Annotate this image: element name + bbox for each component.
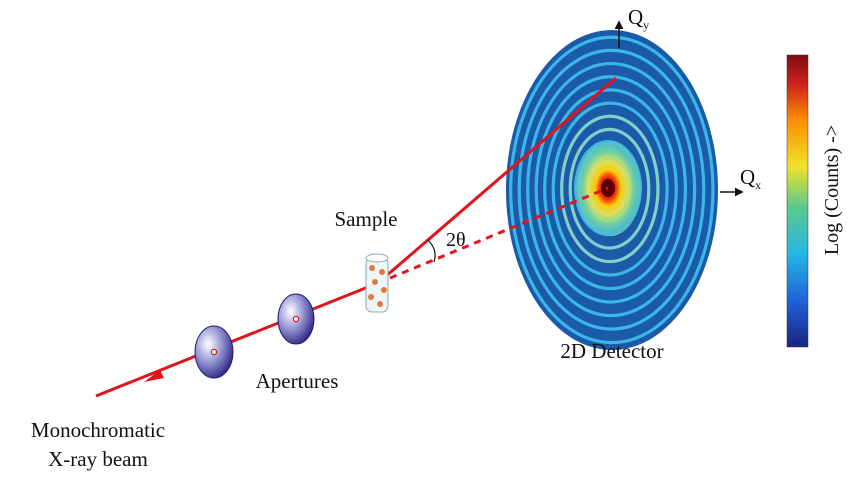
detector-ring	[534, 75, 688, 304]
colorbar	[786, 54, 809, 348]
sample-particle	[377, 301, 383, 307]
beam-label-line2: X-ray beam	[48, 447, 148, 471]
sample-particle	[372, 279, 378, 285]
direct-beam-dashed	[377, 186, 609, 285]
detector-ring	[517, 48, 706, 331]
sample-particle	[368, 294, 374, 300]
aperture-1	[194, 325, 234, 379]
sample-particle	[369, 265, 375, 271]
detector	[506, 30, 718, 350]
scattered-beam	[377, 76, 617, 285]
incident-beam-arrowhead	[144, 370, 164, 382]
detector-ring	[551, 101, 669, 277]
two-theta-arc	[427, 239, 436, 263]
qx-subscript: x	[755, 178, 761, 192]
sample-particle	[381, 287, 387, 293]
sample-tube	[365, 253, 389, 313]
detector-label: 2D Detector	[560, 339, 663, 363]
sample-tube-top	[365, 253, 389, 263]
detector-ring	[509, 35, 715, 345]
beam-path	[95, 76, 617, 398]
incident-beam	[95, 281, 379, 398]
detector-ring	[543, 88, 678, 291]
sample-tube-body	[365, 257, 389, 313]
qx-main: Q	[740, 165, 755, 189]
aperture-1-hole	[210, 348, 218, 356]
apertures-label: Apertures	[256, 369, 339, 393]
beam-label-line1: Monochromatic	[31, 418, 165, 442]
qy-subscript: y	[643, 18, 649, 32]
detector-ring	[568, 127, 651, 250]
sample-label: Sample	[335, 207, 398, 231]
detector-ring	[526, 61, 697, 318]
qy-main: Q	[628, 5, 643, 29]
aperture-2-hole	[292, 315, 300, 323]
qx-label: Qx	[740, 165, 761, 192]
sample-particle	[379, 269, 385, 275]
aperture-2	[277, 293, 315, 345]
two-theta-label: 2θ	[446, 229, 466, 251]
detector-ring	[560, 114, 660, 264]
qy-label: Qy	[628, 5, 649, 32]
colorbar-label: Log (Counts) ->	[821, 125, 843, 255]
